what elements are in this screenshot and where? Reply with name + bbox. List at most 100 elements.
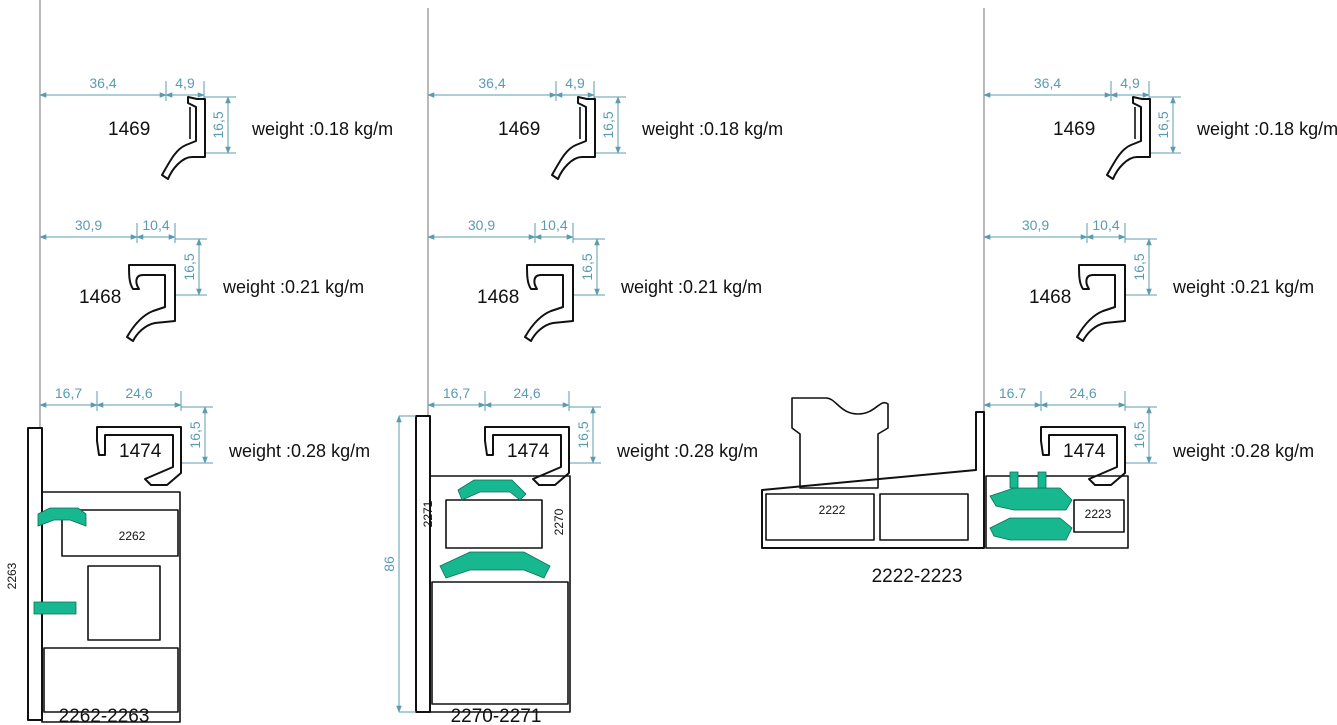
dimension-height-label: 16,5 [1155, 111, 1171, 138]
dimension-height-label: 16,5 [1131, 253, 1147, 280]
chamber-2222 [765, 493, 875, 541]
dimension-height-label: 16,5 [579, 253, 595, 280]
chamber-bottom [431, 581, 569, 705]
chamber-inner [445, 499, 543, 549]
weight-label: weight :0.18 kg/m [1196, 119, 1337, 139]
chamber-label: 2271 [421, 500, 435, 527]
dimension-left-label: 36,4 [1034, 75, 1061, 91]
chamber-2223 [1073, 499, 1125, 533]
weight-label: weight :0.28 kg/m [616, 441, 758, 461]
bead-row-1468: 30,9 10,4 16,5 1468 weight :0.21 kg/m [427, 217, 762, 342]
dimension-height-label: 16,5 [1131, 421, 1147, 448]
dimension-left-label: 30,9 [1022, 217, 1049, 233]
weight-label: weight :0.28 kg/m [1172, 441, 1314, 461]
weight-label: weight :0.18 kg/m [641, 119, 783, 139]
profile-code-label: 1474 [1063, 441, 1106, 462]
main-profile: 2271 2270 86 2270-2271 [381, 415, 571, 725]
bead-1468-outline [126, 264, 176, 342]
dimension-left-label: 16,7 [55, 385, 82, 401]
dimension-right-label: 10,4 [1092, 217, 1119, 233]
bead-1474-outline [96, 426, 182, 486]
dimension-left-label: 16.7 [999, 385, 1026, 401]
profile-code-label: 1469 [498, 119, 540, 140]
column-3: 36,4 4,9 16,5 1469 weight :0.18 kg/m 30,9 10,4… [761, 8, 1337, 587]
weight-label: weight :0.21 kg/m [620, 277, 762, 297]
dimension-height-label: 16,5 [210, 111, 226, 138]
bead-row-1468: 30,9 10,4 16,5 1468 weight :0.21 kg/m [983, 217, 1314, 342]
dimension-frame-height-label: 86 [381, 556, 397, 572]
frame-body [761, 411, 985, 549]
profile-code-label: 1469 [108, 119, 150, 140]
drawing-root: 36,4 4,9 16,5 1469 weight :0.18 kg/m 30,9 10,4… [5, 0, 1337, 725]
dimension-right-label: 24,6 [513, 385, 540, 401]
chamber-bottom [43, 647, 179, 713]
chamber-label: 2270 [552, 508, 566, 535]
dimension-left-label: 36,4 [478, 75, 505, 91]
profile-code-label: 1468 [477, 287, 519, 308]
gasket [439, 551, 551, 579]
dimension-left-label: 30,9 [75, 217, 102, 233]
profile-code-label: 1469 [1053, 119, 1095, 140]
chamber-middle [879, 493, 969, 541]
main-profile: 2262 2263 2262-2263 [5, 427, 181, 725]
frame-outer-wall [415, 415, 431, 713]
profile-code-label: 1468 [1029, 287, 1071, 308]
frame-outer-wall [27, 427, 43, 721]
gasket [989, 517, 1073, 541]
dimension-right-label: 10,4 [540, 217, 567, 233]
profile-code-label: 1474 [119, 441, 162, 462]
profile-system-label: 2222-2223 [872, 566, 963, 587]
bead-row-1474: 16,7 24,6 16,5 1474 weight :0.28 kg/m [39, 385, 370, 486]
column-2: 36,4 4,9 16,5 1469 weight :0.18 kg/m 30,9 10,4… [381, 8, 783, 725]
dimension-left-label: 16,7 [443, 385, 470, 401]
dimension-height-label: 16,5 [600, 111, 616, 138]
profile-code-label: 1474 [507, 441, 550, 462]
bead-1474-outline [1040, 426, 1126, 486]
chamber-label: 2262 [119, 529, 146, 543]
bead-1468-outline [1076, 264, 1126, 342]
frame-side-label: 2263 [5, 562, 19, 589]
weight-label: weight :0.28 kg/m [228, 441, 370, 461]
gasket [33, 601, 77, 615]
bead-row-1469: 36,4 4,9 16,5 1469 weight :0.18 kg/m [427, 75, 783, 180]
bead-1468-outline [524, 264, 574, 342]
dimension-right-label: 4,9 [565, 75, 585, 91]
bead-row-1474: 16,7 24,6 16,5 1474 weight :0.28 kg/m [427, 385, 758, 486]
dimension-right-label: 24,6 [1069, 385, 1096, 401]
gasket [1009, 471, 1047, 489]
profile-system-label: 2262-2263 [59, 706, 150, 725]
profile-system-label: 2270-2271 [451, 706, 542, 725]
bead-1469-outline [551, 96, 596, 180]
bead-1469-outline [161, 96, 206, 180]
chamber-inner [87, 565, 161, 641]
bead-row-1469: 36,4 4,9 16,5 1469 weight :0.18 kg/m [39, 75, 393, 180]
weight-label: weight :0.21 kg/m [222, 277, 364, 297]
gasket [989, 487, 1073, 511]
gasket [37, 507, 87, 527]
bead-1469-outline [1106, 96, 1151, 180]
dimension-height-label: 16,5 [187, 421, 203, 448]
frame-body [41, 491, 181, 723]
weight-label: weight :0.21 kg/m [1172, 277, 1314, 297]
chamber-label: 2223 [1085, 507, 1112, 521]
dimension-right-label: 4,9 [175, 75, 195, 91]
dimension-left-label: 30,9 [468, 217, 495, 233]
profile-code-label: 1468 [79, 287, 121, 308]
main-profile: 2222 2223 2222-2223 [761, 397, 1129, 587]
chamber-2262 [61, 509, 179, 557]
frame-body [429, 475, 571, 713]
chamber-label: 2222 [819, 503, 846, 517]
sash-top-chamber [791, 397, 889, 489]
dimension-right-label: 4,9 [1120, 75, 1140, 91]
dimension-height-label: 16,5 [181, 253, 197, 280]
gasket [457, 479, 527, 501]
dimension-height-label: 16,5 [575, 421, 591, 448]
dimension-right-label: 24,6 [125, 385, 152, 401]
bead-1474-outline [484, 426, 570, 486]
weight-label: weight :0.18 kg/m [251, 119, 393, 139]
bead-row-1474: 16.7 24,6 16,5 1474 weight :0.28 kg/m [983, 385, 1314, 486]
dimension-left-label: 36,4 [89, 75, 116, 91]
